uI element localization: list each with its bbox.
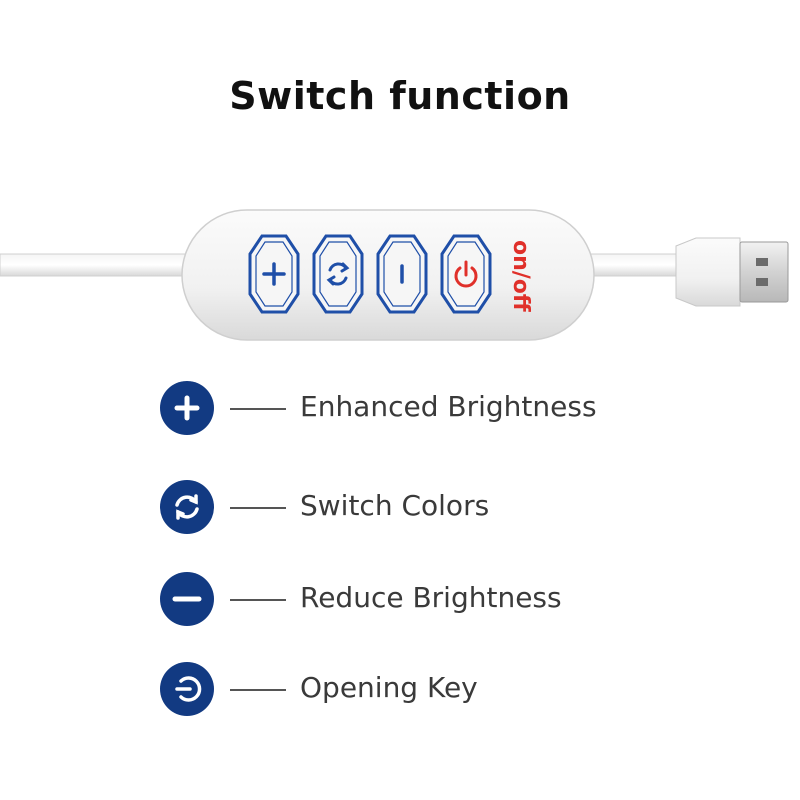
controller-cycle-button[interactable] [312,234,364,314]
legend-connector [230,408,286,410]
usb-housing [675,237,741,307]
controller-power-button[interactable] [440,234,492,314]
legend-badge [160,381,214,435]
legend-label: Reduce Brightness [300,581,562,614]
legend-item-reduce-brightness: Reduce Brightness [160,572,760,628]
legend-badge [160,480,214,534]
plus-icon [174,395,200,421]
plus-icon [262,262,286,286]
power-icon [175,676,202,702]
power-icon [454,260,478,288]
usb-plug [739,241,789,303]
legend-label: Switch Colors [300,489,490,522]
legend-connector [230,507,286,509]
power-label: on/off [508,240,533,313]
cycle-icon [326,262,350,286]
usb-controller-illustration: on/off [0,180,800,370]
legend-connector [230,599,286,601]
legend-badge [160,572,214,626]
legend-badge [160,662,214,716]
cycle-icon [175,494,199,520]
legend-item-enhanced-brightness: Enhanced Brightness [160,381,760,437]
legend-item-opening-key: Opening Key [160,662,760,718]
legend-connector [230,689,286,691]
legend-label: Enhanced Brightness [300,390,597,423]
page-title: Switch function [229,74,571,118]
legend-item-switch-colors: Switch Colors [160,480,760,536]
legend-label: Opening Key [300,671,478,704]
minus-icon [172,596,202,602]
controller-plus-button[interactable] [248,234,300,314]
controller-minus-button[interactable] [376,234,428,314]
